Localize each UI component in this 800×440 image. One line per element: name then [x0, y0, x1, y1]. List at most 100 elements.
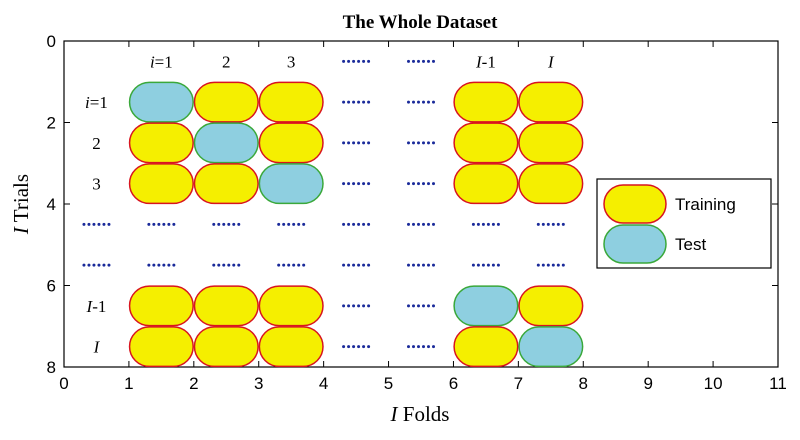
ellipsis-dots [162, 222, 166, 226]
x-tick-label: 9 [643, 374, 652, 393]
ellipsis-dots [152, 222, 156, 226]
ellipsis-dots [407, 304, 410, 308]
x-tick-label: 0 [59, 374, 68, 393]
training-fold-cell [193, 81, 259, 123]
ellipsis-dots [362, 222, 366, 226]
ellipsis-dots [297, 263, 301, 267]
ellipsis-dots [561, 222, 565, 226]
legend-test-swatch [603, 224, 667, 264]
ellipsis-dots [237, 222, 241, 226]
training-fold-cell [453, 163, 519, 205]
ellipsis-dots [212, 222, 216, 226]
ellipsis-dots [362, 141, 366, 145]
ellipsis-dots [172, 263, 176, 267]
ellipsis-dots [342, 263, 346, 267]
column-header-dots [357, 59, 361, 63]
column-header-dots [362, 59, 366, 63]
ellipsis-dots [476, 263, 480, 267]
column-header-dots [412, 59, 415, 63]
training-fold-cell [518, 163, 584, 205]
ellipsis-dots [367, 263, 371, 267]
ellipsis-dots [422, 100, 425, 104]
ellipsis-dots [347, 304, 351, 308]
training-fold-cell [258, 122, 324, 164]
ellipsis-dots [157, 263, 161, 267]
ellipsis-dots [427, 345, 430, 349]
column-header-dots [432, 59, 435, 63]
training-fold-cell [193, 163, 259, 205]
ellipsis-dots [352, 141, 356, 145]
x-tick-label: 2 [189, 374, 198, 393]
ellipsis-dots [217, 222, 221, 226]
y-tick-label: 8 [47, 358, 56, 377]
ellipsis-dots [422, 222, 425, 226]
ellipsis-dots [342, 100, 346, 104]
ellipsis-dots [481, 263, 485, 267]
legend-test-label: Test [675, 235, 706, 254]
legend-training-swatch [603, 184, 667, 224]
ellipsis-dots [412, 263, 415, 267]
column-header-dots [367, 59, 371, 63]
ellipsis-dots [417, 222, 420, 226]
ellipsis-dots [82, 263, 86, 267]
column-header: i=1 [150, 52, 173, 71]
test-fold-cell [193, 122, 259, 164]
ellipsis-dots [551, 222, 555, 226]
ellipsis-dots [427, 222, 430, 226]
ellipsis-dots [232, 263, 236, 267]
ellipsis-dots [432, 263, 435, 267]
column-header-dots [417, 59, 420, 63]
ellipsis-dots [87, 222, 91, 226]
row-header: 2 [92, 134, 101, 153]
ellipsis-dots [352, 345, 356, 349]
ellipsis-dots [362, 100, 366, 104]
ellipsis-dots [342, 304, 346, 308]
ellipsis-dots [427, 100, 430, 104]
ellipsis-dots [407, 345, 410, 349]
ellipsis-dots [486, 263, 490, 267]
ellipsis-dots [352, 304, 356, 308]
ellipsis-dots [162, 263, 166, 267]
ellipsis-dots [417, 182, 420, 186]
ellipsis-dots [476, 222, 480, 226]
ellipsis-dots [536, 222, 540, 226]
ellipsis-dots [347, 263, 351, 267]
legend-training-label: Training [675, 195, 736, 214]
ellipsis-dots [357, 222, 361, 226]
test-fold-cell [128, 81, 194, 123]
ellipsis-dots [367, 141, 371, 145]
ellipsis-dots [496, 263, 500, 267]
ellipsis-dots [422, 345, 425, 349]
ellipsis-dots [287, 222, 291, 226]
ellipsis-dots [362, 304, 366, 308]
ellipsis-dots [172, 222, 176, 226]
ellipsis-dots [167, 263, 171, 267]
ellipsis-dots [342, 182, 346, 186]
ellipsis-dots [432, 304, 435, 308]
ellipsis-dots [412, 141, 415, 145]
training-fold-cell [453, 81, 519, 123]
ellipsis-dots [357, 263, 361, 267]
ellipsis-dots [82, 222, 86, 226]
ellipsis-dots [536, 263, 540, 267]
ellipsis-dots [367, 345, 371, 349]
ellipsis-dots [227, 222, 231, 226]
y-tick-label: 0 [47, 32, 56, 51]
ellipsis-dots [362, 263, 366, 267]
training-fold-cell [128, 326, 194, 368]
ellipsis-dots [107, 222, 111, 226]
training-fold-cell [258, 81, 324, 123]
ellipsis-dots [302, 263, 306, 267]
ellipsis-dots [357, 100, 361, 104]
ellipsis-dots [92, 263, 96, 267]
ellipsis-dots [347, 141, 351, 145]
ellipsis-dots [407, 263, 410, 267]
ellipsis-dots [367, 100, 371, 104]
ellipsis-dots [357, 182, 361, 186]
x-tick-label: 7 [514, 374, 523, 393]
ellipsis-dots [347, 345, 351, 349]
legend: Training Test [596, 178, 772, 269]
ellipsis-dots [277, 263, 281, 267]
test-fold-cell [518, 326, 584, 368]
